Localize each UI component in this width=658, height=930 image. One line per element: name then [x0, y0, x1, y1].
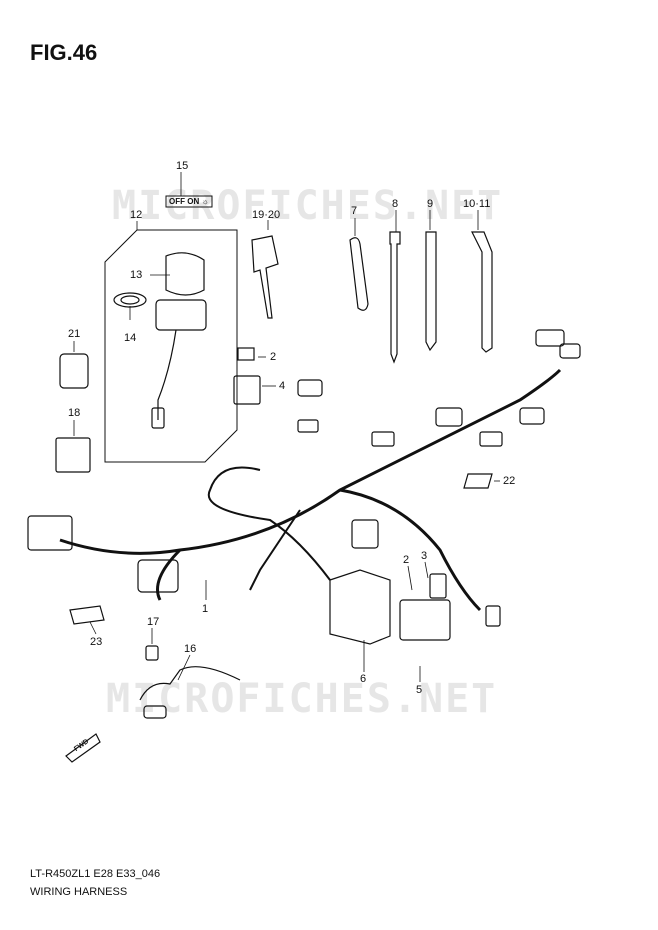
- fuse-2: [237, 347, 255, 361]
- ignition-switch: [165, 252, 205, 296]
- relay-cover-21: [59, 353, 89, 389]
- callout-14: 14: [124, 332, 137, 344]
- callout-9: 9: [427, 198, 434, 210]
- callout-23: 23: [90, 636, 103, 648]
- starter-relay-5: [399, 599, 451, 641]
- switch-nut: [113, 292, 147, 308]
- callout-13: 13: [130, 269, 143, 281]
- watermark-top: MICROFICHES.NET: [112, 183, 504, 229]
- diagram-caption: WIRING HARNESS: [30, 886, 128, 898]
- callout-19-20: 19·20: [252, 209, 281, 221]
- figure-title: FIG.46: [30, 40, 98, 65]
- cable-tie-9: [425, 231, 437, 352]
- callout-3: 3: [421, 550, 428, 562]
- switch-legend-text: OFF ON ☼: [169, 197, 209, 206]
- callout-8: 8: [392, 198, 399, 210]
- model-code: LT-R450ZL1 E28 E33_046: [30, 868, 161, 880]
- callout-22: 22: [503, 475, 516, 487]
- callout-4: 4: [279, 380, 286, 392]
- cable-tie-10: [471, 231, 493, 353]
- callout-18: 18: [68, 407, 81, 419]
- callout-6: 6: [360, 673, 367, 685]
- callout-17: 17: [147, 616, 160, 628]
- clamp-7: [349, 237, 369, 311]
- callout-1: 1: [202, 603, 209, 615]
- tape-23: [69, 605, 105, 625]
- callout-16: 16: [184, 643, 197, 655]
- ignition-key: [251, 235, 279, 319]
- starter-relay-cover-6: [329, 569, 391, 645]
- relay-18: [55, 437, 91, 473]
- switch-legend-plate: [165, 195, 213, 208]
- ignition-kit-outline: [104, 229, 238, 463]
- callout-10-11: 10·11: [463, 198, 491, 210]
- callout-15: 15: [176, 160, 189, 172]
- ground-lead-16: [139, 666, 241, 701]
- connector-a: [27, 515, 73, 551]
- callout-7: 7: [351, 205, 358, 217]
- pad-22: [463, 473, 493, 489]
- main-harness: [59, 368, 562, 555]
- fuse-holder-4: [233, 375, 261, 405]
- fwd-arrow: [65, 733, 101, 763]
- callout-21: 21: [68, 328, 81, 340]
- callout-5: 5: [416, 684, 423, 696]
- bolt-17: [145, 645, 159, 661]
- callout-2-bottom: 2: [403, 554, 410, 566]
- callout-12: 12: [130, 209, 143, 221]
- cable-tie-8: [389, 231, 401, 364]
- callout-2-top: 2: [270, 351, 277, 363]
